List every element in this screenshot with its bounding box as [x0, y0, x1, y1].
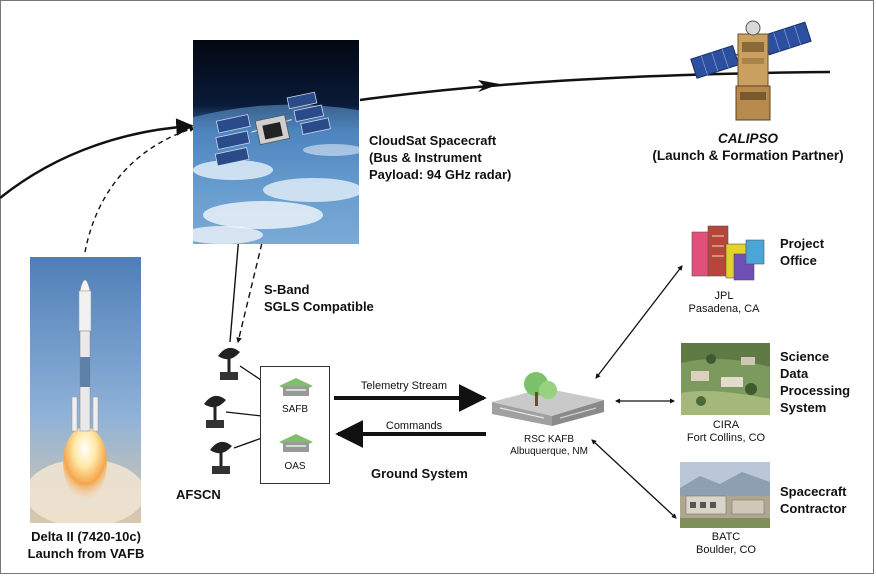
- cira-role-line4: System: [780, 400, 827, 415]
- cira-role-line1: Science: [780, 349, 830, 364]
- ground-system-label: Ground System: [371, 466, 468, 481]
- sgls-text: SGLS Compatible: [264, 299, 374, 314]
- batc-photo: [680, 462, 770, 528]
- s-band-label: S-Band SGLS Compatible: [264, 281, 374, 315]
- delta-label: Delta II (7420-10c) Launch from VAFB: [6, 528, 166, 562]
- ground-antenna-icon: [200, 390, 230, 430]
- batc-label: BATC Boulder, CO: [672, 531, 780, 557]
- orbit-direction-arrow: [478, 80, 500, 92]
- batc-role-line1: Spacecraft: [780, 484, 847, 499]
- rsc-building-icon: [486, 368, 610, 430]
- rsc-location: Albuquerque, NM: [510, 446, 588, 457]
- jpl-role-line2: Office: [780, 253, 817, 268]
- calipso-role: (Launch & Formation Partner): [652, 148, 844, 163]
- s-band-text: S-Band: [264, 282, 310, 297]
- link-rsc-jpl: [595, 265, 683, 379]
- safb-building-icon: [277, 374, 315, 398]
- jpl-name: JPL: [714, 290, 734, 302]
- spacecraft-desc-line1: (Bus & Instrument: [369, 150, 482, 165]
- telemetry-label: Telemetry Stream: [360, 380, 448, 392]
- batc-location: Boulder, CO: [696, 544, 756, 556]
- delta-vehicle: Delta II (7420-10c): [31, 529, 141, 544]
- delta-site: Launch from VAFB: [27, 546, 145, 561]
- commands-label: Commands: [385, 420, 443, 432]
- spacecraft-label: CloudSat Spacecraft (Bus & Instrument Pa…: [369, 132, 511, 183]
- ground-antenna-icon: [206, 436, 236, 476]
- cira-location: Fort Collins, CO: [686, 432, 766, 444]
- project-office-label: Project Office: [780, 235, 824, 269]
- calipso-satellite-image: [688, 6, 820, 124]
- link-rsc-batc: [591, 439, 677, 519]
- cira-role-line2: Data: [780, 366, 809, 381]
- jpl-building-icon: [688, 222, 768, 286]
- oas-label: OAS: [284, 461, 306, 472]
- jpl-role-line1: Project: [780, 236, 825, 251]
- spacecraft-name: CloudSat Spacecraft: [369, 133, 497, 148]
- science-data-label: Science Data Processing System: [780, 348, 850, 416]
- orbit-arc-left: [0, 118, 194, 199]
- calipso-name: CALIPSO: [717, 131, 778, 146]
- oas-building-icon: [277, 430, 315, 454]
- batc-name: BATC: [711, 531, 741, 543]
- cloudsat-earth-image: [193, 40, 359, 244]
- delta-ii-launch-image: [30, 257, 141, 523]
- jpl-location: Pasadena, CA: [688, 303, 760, 315]
- cira-label: CIRA Fort Collins, CO: [668, 419, 784, 445]
- cira-role-line3: Processing: [780, 383, 851, 398]
- cira-photo: [681, 343, 770, 415]
- afscn-label: AFSCN: [176, 487, 221, 502]
- antenna-link-2: [225, 411, 263, 417]
- jpl-label: JPL Pasadena, CA: [674, 290, 774, 316]
- antenna-link-3: [233, 437, 263, 449]
- ground-antenna-icon: [214, 342, 244, 382]
- calipso-label: CALIPSO (Launch & Formation Partner): [640, 130, 856, 164]
- spacecraft-desc-line2: Payload: 94 GHz radar): [369, 167, 512, 182]
- safb-label: SAFB: [281, 404, 309, 415]
- cira-name: CIRA: [712, 419, 740, 431]
- rsc-label: RSC KAFB Albuquerque, NM: [490, 434, 608, 458]
- rsc-name: RSC KAFB: [523, 434, 574, 445]
- spacecraft-contractor-label: Spacecraft Contractor: [780, 483, 846, 517]
- launch-trajectory: [84, 126, 196, 253]
- batc-role-line2: Contractor: [780, 501, 847, 516]
